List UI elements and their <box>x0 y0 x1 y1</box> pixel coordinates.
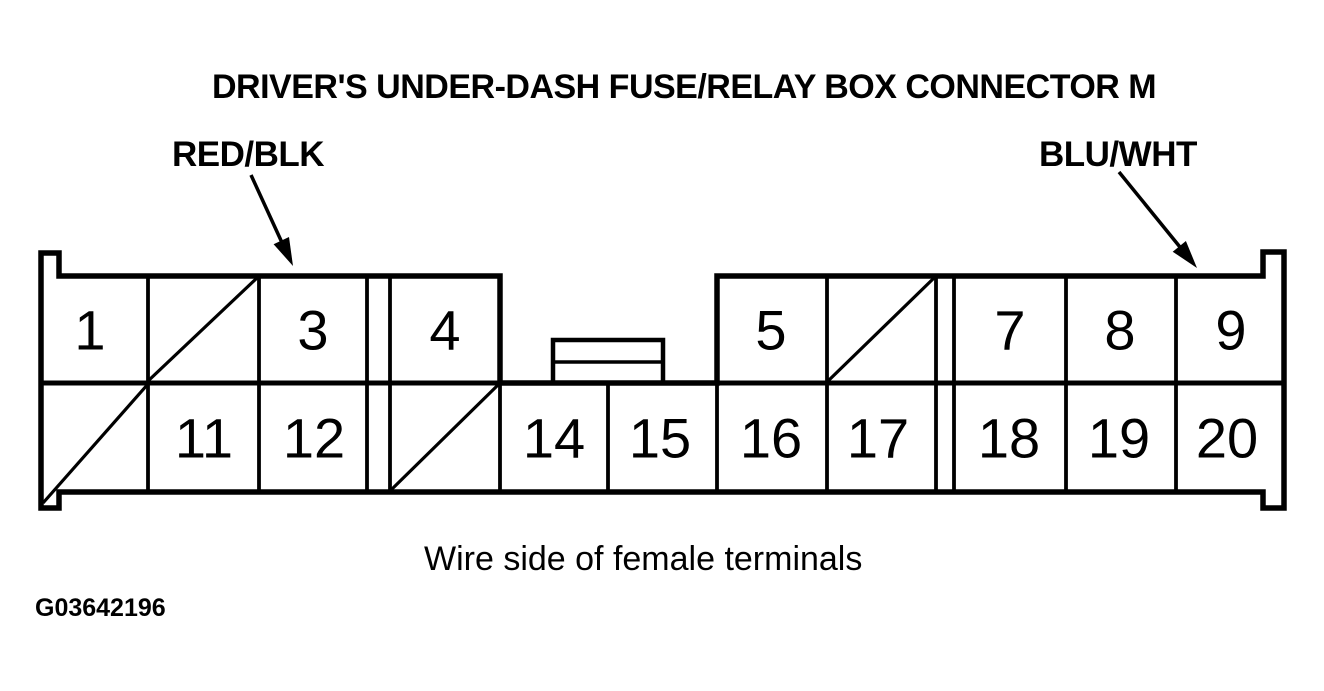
caption: Wire side of female terminals <box>424 540 863 578</box>
diagram-title: DRIVER'S UNDER-DASH FUSE/RELAY BOX CONNE… <box>212 68 1157 106</box>
terminal-18: 18 <box>978 407 1040 470</box>
unused-slash-position-6 <box>826 275 937 383</box>
wire-label-blu-wht: BLU/WHT <box>1039 135 1197 174</box>
terminal-15: 15 <box>629 407 691 470</box>
terminal-9: 9 <box>1215 299 1246 362</box>
terminal-8: 8 <box>1104 299 1135 362</box>
terminal-3: 3 <box>297 299 328 362</box>
terminal-11: 11 <box>175 407 233 470</box>
red-blk-arrow-shaft <box>249 174 286 248</box>
unused-slash-position-2 <box>146 275 260 383</box>
red-blk-arrowhead-icon <box>273 237 293 266</box>
terminal-17: 17 <box>847 407 909 470</box>
red-blk-arrow <box>249 174 293 266</box>
blu-wht-arrow-shaft <box>1117 170 1186 254</box>
terminal-19: 19 <box>1088 407 1150 470</box>
blu-wht-arrow <box>1117 170 1197 268</box>
figure-id: G03642196 <box>35 594 166 622</box>
terminal-7: 7 <box>994 299 1025 362</box>
blu-wht-arrowhead-icon <box>1172 241 1197 268</box>
terminal-14: 14 <box>523 407 585 470</box>
connector-outline <box>38 249 1287 511</box>
terminal-20: 20 <box>1196 407 1258 470</box>
terminal-labels-bottom: 11 12 14 15 16 17 18 19 20 <box>175 407 1258 470</box>
wire-label-red-blk: RED/BLK <box>172 135 325 174</box>
terminal-16: 16 <box>740 407 802 470</box>
unused-slash-position-13 <box>389 382 501 492</box>
terminal-1: 1 <box>74 299 105 362</box>
keying-tab <box>550 337 666 386</box>
terminal-labels-top: 1 3 4 5 7 8 9 <box>74 299 1246 362</box>
terminal-5: 5 <box>755 299 786 362</box>
terminal-12: 12 <box>283 407 345 470</box>
unused-position-slashes <box>41 275 937 505</box>
terminal-4: 4 <box>429 299 460 362</box>
cell-dividers <box>146 276 1178 492</box>
unused-slash-position-10 <box>41 382 150 505</box>
